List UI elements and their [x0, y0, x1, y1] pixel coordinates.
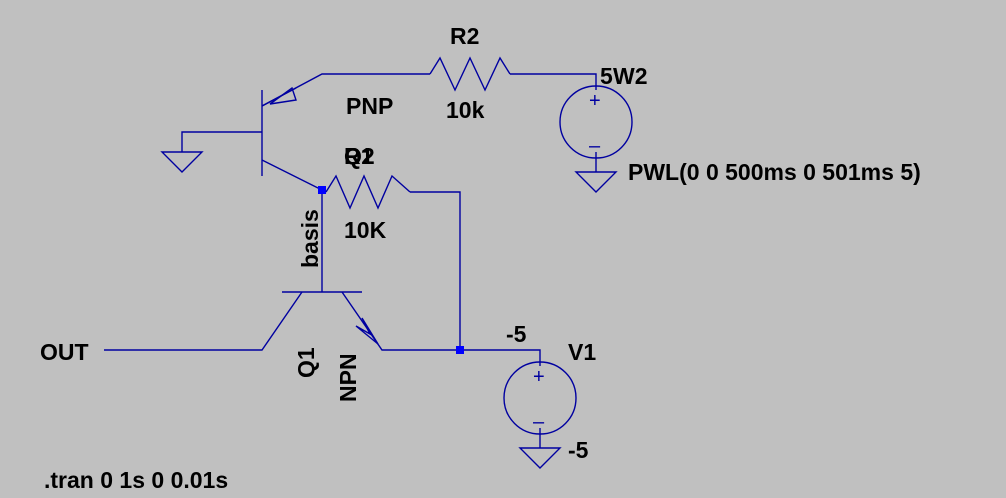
- ground-icon: [160, 151, 204, 173]
- resistor-r2[interactable]: [429, 56, 511, 92]
- wire-out[interactable]: [104, 291, 303, 351]
- w2-name: W2: [613, 63, 648, 89]
- v1-bottom-value: -5: [568, 437, 589, 463]
- wire-r2-w2[interactable]: [510, 73, 597, 90]
- w2-plus-sign: +: [589, 90, 601, 112]
- voltage-source-v1[interactable]: + –: [503, 361, 577, 435]
- spice-directive[interactable]: .tran 0 1s 0 0.01s: [44, 467, 228, 493]
- w2-top-value: 5: [600, 63, 613, 89]
- net-label-out: OUT: [40, 339, 89, 365]
- net-label-basis: basis: [297, 209, 323, 268]
- q1-name: Q1: [293, 347, 319, 378]
- wire-r1-node[interactable]: [410, 191, 461, 350]
- wire-q2-base-ground[interactable]: [181, 131, 262, 152]
- v1-plus-sign: +: [533, 366, 545, 388]
- ground-icon: [518, 447, 562, 469]
- voltage-source-w2[interactable]: + –: [559, 85, 633, 159]
- r2-value: 10k: [446, 97, 485, 123]
- wire-q1-emitter[interactable]: [341, 291, 460, 351]
- wires: [104, 73, 597, 448]
- w2-minus-sign: –: [589, 135, 601, 157]
- wire-node-v1[interactable]: [460, 349, 541, 366]
- r1-name: R1: [344, 143, 374, 169]
- q2-model: PNP: [346, 93, 393, 119]
- junction-basis[interactable]: [318, 186, 326, 194]
- junction-node[interactable]: [456, 346, 464, 354]
- wire-q2-collector[interactable]: [261, 159, 323, 191]
- v1-name: V1: [568, 339, 596, 365]
- resistor-r1[interactable]: [325, 174, 411, 210]
- q1-model: NPN: [335, 353, 361, 402]
- transistor-q1[interactable]: [282, 291, 379, 345]
- q2-name: Q2: [344, 143, 375, 169]
- ground-icon: [574, 171, 618, 193]
- r1-value: 10K: [344, 217, 387, 243]
- w2-waveform: PWL(0 0 500ms 0 501ms 5): [628, 159, 921, 185]
- r2-name: R2: [450, 23, 479, 49]
- v1-minus-sign: –: [533, 411, 545, 433]
- v1-top-value: -5: [506, 321, 527, 347]
- transistor-q2[interactable]: [261, 86, 297, 176]
